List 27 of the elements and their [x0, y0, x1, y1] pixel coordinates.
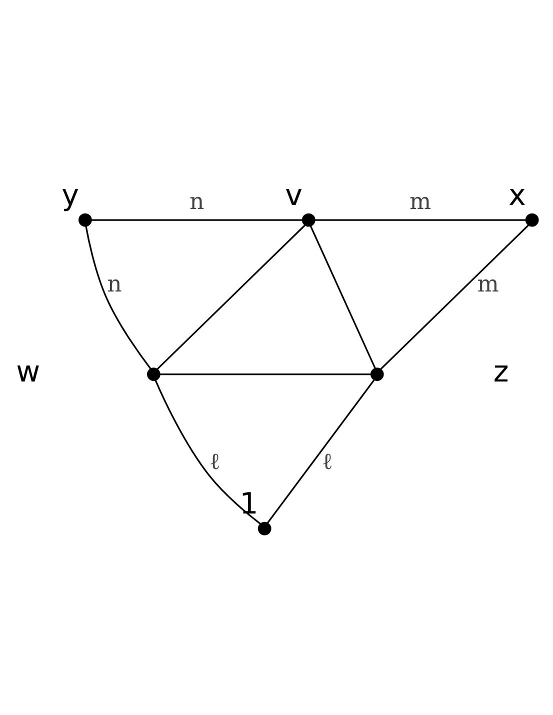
- node-label: 1: [240, 486, 258, 520]
- connector: [266, 378, 375, 524]
- connector: [85, 225, 152, 369]
- edge-label: m: [477, 270, 499, 297]
- connector: [156, 224, 306, 370]
- connector: [160, 373, 372, 375]
- connector: [380, 224, 529, 370]
- node-circle: [302, 212, 316, 226]
- connector: [91, 218, 303, 220]
- node-circle: [78, 212, 92, 226]
- node-circle: [370, 367, 384, 380]
- node-circle: [147, 367, 160, 380]
- node-label: w: [16, 354, 40, 388]
- node-label: x: [508, 178, 526, 212]
- edge-label: ℓ: [322, 448, 333, 475]
- node-label: v: [285, 178, 302, 212]
- connector: [314, 218, 526, 220]
- edge-label: n: [190, 188, 204, 214]
- edge-label: n: [107, 270, 122, 297]
- edge-label: ℓ: [209, 448, 220, 475]
- node-circle: [525, 212, 539, 226]
- node-label: y: [62, 178, 80, 212]
- node-circle: [258, 521, 272, 535]
- edge-label: m: [410, 188, 432, 214]
- connector: [310, 225, 376, 368]
- connector: [154, 379, 262, 524]
- node-label: z: [493, 354, 509, 388]
